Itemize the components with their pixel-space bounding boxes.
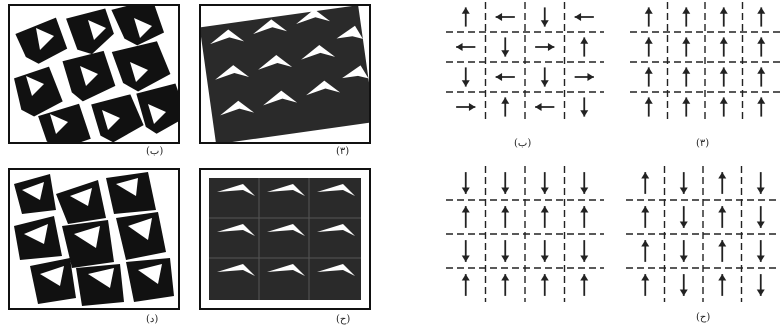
- arrow-grid-panel-h: [626, 166, 780, 302]
- arrow-up-icon: [580, 37, 588, 56]
- arrow-up-icon: [462, 274, 470, 296]
- arrow-up-icon: [718, 274, 726, 296]
- arrow-up-icon: [718, 172, 726, 194]
- arrow-up-icon: [641, 206, 649, 228]
- arrow-up-icon: [645, 67, 653, 86]
- caption-b-right: (ب): [514, 138, 531, 149]
- arrow-up-icon: [757, 97, 765, 116]
- arrow-grid-c: [446, 166, 604, 302]
- pattern-panel-h: [199, 168, 371, 310]
- arrow-up-icon: [682, 7, 690, 26]
- arrow-down-icon: [757, 172, 765, 194]
- arrow-left-icon: [575, 13, 594, 21]
- arrow-down-icon: [757, 240, 765, 262]
- arrow-up-icon: [641, 240, 649, 262]
- arrow-down-icon: [680, 274, 688, 296]
- arrow-up-icon: [541, 274, 549, 296]
- arrow-up-icon: [501, 97, 509, 116]
- arrow-up-icon: [720, 37, 728, 56]
- pattern-b-svg: [10, 6, 178, 142]
- arrow-down-icon: [680, 206, 688, 228]
- arrow-up-icon: [645, 97, 653, 116]
- arrow-up-icon: [718, 206, 726, 228]
- arrow-down-icon: [541, 240, 549, 262]
- caption-b-left: (ب): [146, 146, 163, 157]
- arrow-down-icon: [462, 172, 470, 194]
- arrow-left-icon: [535, 103, 554, 111]
- arrow-down-icon: [580, 97, 588, 116]
- arrow-up-icon: [720, 7, 728, 26]
- pattern-h-svg: [201, 170, 369, 308]
- arrow-up-icon: [757, 67, 765, 86]
- caption-h-right: (ح): [696, 312, 710, 323]
- pattern-d-svg: [10, 170, 178, 308]
- arrow-left-icon: [456, 43, 475, 51]
- arrow-up-icon: [641, 172, 649, 194]
- arrow-up-icon: [645, 7, 653, 26]
- arrow-down-icon: [462, 240, 470, 262]
- arrow-up-icon: [462, 206, 470, 228]
- arrow-down-icon: [757, 274, 765, 296]
- arrow-up-icon: [720, 97, 728, 116]
- pattern-panel-3: [199, 4, 371, 144]
- arrow-grid-panel-3: [630, 2, 780, 122]
- arrow-right-icon: [575, 73, 594, 81]
- arrow-right-icon: [535, 43, 554, 51]
- caption-3-left: (۳): [336, 146, 349, 157]
- arrow-grid-panel-c: [446, 166, 604, 302]
- arrow-down-icon: [680, 240, 688, 262]
- arrow-grid-panel-b: [446, 2, 604, 122]
- arrow-grid-h: [626, 166, 780, 302]
- arrow-up-icon: [580, 206, 588, 228]
- arrow-down-icon: [541, 7, 549, 26]
- arrow-up-icon: [641, 274, 649, 296]
- pattern-3-svg: [201, 6, 369, 142]
- arrow-down-icon: [541, 172, 549, 194]
- arrow-right-icon: [456, 103, 475, 111]
- pattern-panel-d: [8, 168, 180, 310]
- arrow-down-icon: [580, 240, 588, 262]
- arrow-left-icon: [496, 73, 515, 81]
- arrow-up-icon: [580, 274, 588, 296]
- arrow-up-icon: [720, 67, 728, 86]
- arrow-up-icon: [682, 67, 690, 86]
- arrow-up-icon: [757, 37, 765, 56]
- arrow-down-icon: [541, 67, 549, 86]
- arrow-up-icon: [757, 7, 765, 26]
- pattern-panel-b: [8, 4, 180, 144]
- arrow-down-icon: [680, 172, 688, 194]
- arrow-up-icon: [462, 7, 470, 26]
- arrow-up-icon: [501, 206, 509, 228]
- arrow-grid-3: [630, 2, 780, 122]
- arrow-up-icon: [541, 206, 549, 228]
- arrow-down-icon: [462, 67, 470, 86]
- arrow-grid-b: [446, 2, 604, 122]
- arrow-up-icon: [718, 240, 726, 262]
- arrow-down-icon: [501, 240, 509, 262]
- arrow-left-icon: [496, 13, 515, 21]
- caption-3-right: (۳): [696, 138, 709, 149]
- arrow-up-icon: [645, 37, 653, 56]
- arrow-down-icon: [757, 206, 765, 228]
- caption-d-left: (د): [146, 314, 158, 325]
- arrow-up-icon: [682, 97, 690, 116]
- arrow-down-icon: [501, 172, 509, 194]
- caption-h-left: (ح): [336, 314, 350, 325]
- arrow-up-icon: [682, 37, 690, 56]
- arrow-up-icon: [501, 274, 509, 296]
- arrow-down-icon: [501, 37, 509, 56]
- arrow-down-icon: [580, 172, 588, 194]
